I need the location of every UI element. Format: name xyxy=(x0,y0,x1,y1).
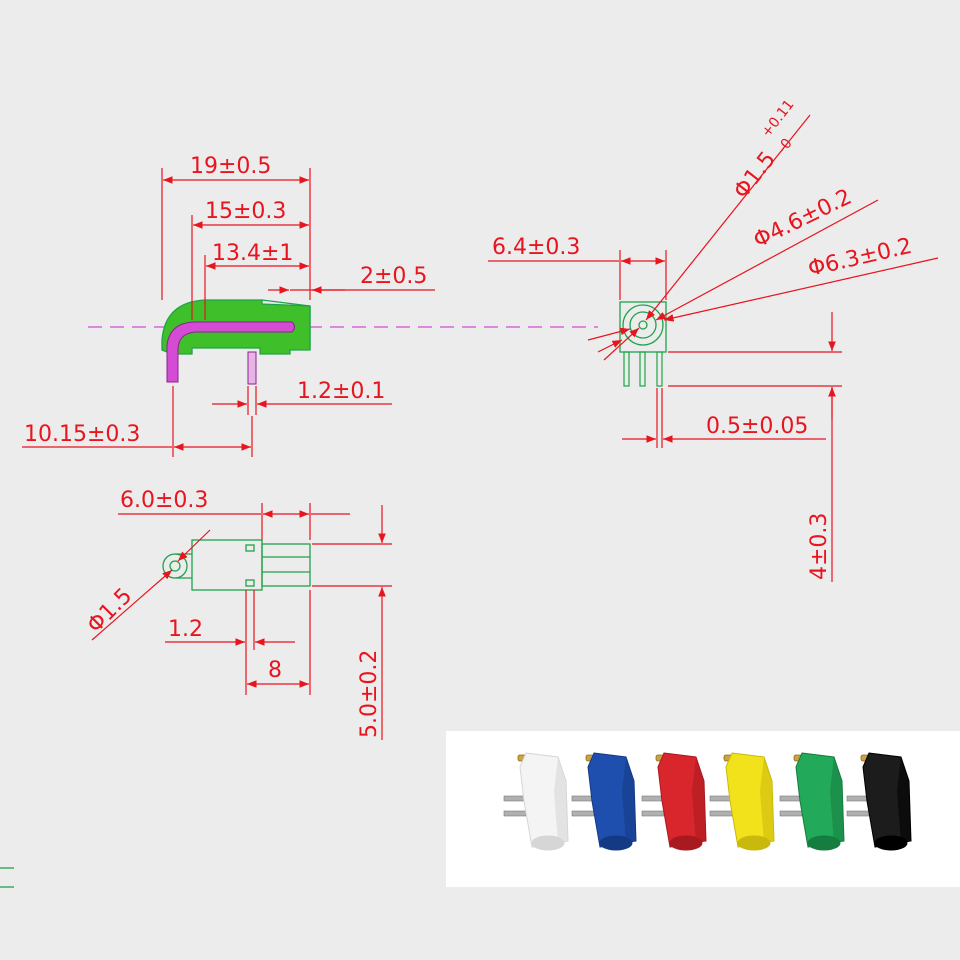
connector-yellow xyxy=(709,752,775,851)
solder-pin xyxy=(571,810,595,817)
front-view-inner-circle xyxy=(629,311,657,339)
solder-pin xyxy=(641,810,665,817)
dim-phi-6-3: Φ6.3±0.2 xyxy=(806,234,915,282)
dim-0-5: 0.5±0.05 xyxy=(706,414,808,439)
connector-white xyxy=(503,752,569,851)
solder-pin xyxy=(846,810,870,817)
socket-opening xyxy=(599,835,633,851)
dim-19: 19±0.5 xyxy=(190,154,271,179)
socket-opening xyxy=(874,835,908,851)
side-view-solder-pin xyxy=(247,351,257,385)
connector-shade xyxy=(622,757,636,843)
solder-pin xyxy=(503,795,527,802)
product-photo xyxy=(446,731,960,887)
edge-mark xyxy=(0,867,14,888)
dim-1-2-top: 1.2 xyxy=(168,617,203,642)
dim-15: 15±0.3 xyxy=(205,199,286,224)
solder-pin xyxy=(503,810,527,817)
front-view-hole xyxy=(638,320,648,330)
dim-13-4: 13.4±1 xyxy=(212,241,293,266)
connector-shade xyxy=(830,757,844,843)
connector-red xyxy=(641,752,707,851)
dim-6-4: 6.4±0.3 xyxy=(492,235,580,260)
dim-2: 2±0.5 xyxy=(360,264,427,289)
dim-8: 8 xyxy=(268,658,282,683)
dim-5-0: 5.0±0.2 xyxy=(357,650,382,738)
solder-pin xyxy=(641,795,665,802)
front-view-pin-left xyxy=(623,351,630,387)
connector-shade xyxy=(692,757,706,843)
socket-opening xyxy=(669,835,703,851)
product-photo-svg xyxy=(503,752,912,851)
dim-phi-4-6: Φ4.6±0.2 xyxy=(750,185,856,254)
solder-pin xyxy=(571,795,595,802)
connector-shade xyxy=(760,757,774,843)
socket-opening xyxy=(737,835,771,851)
dim-phi-1-5-tol-upper: +0.11 xyxy=(759,97,798,141)
front-view-pin-right xyxy=(656,351,663,387)
dim-10-15: 10.15±0.3 xyxy=(24,422,140,447)
socket-opening xyxy=(807,835,841,851)
connector-blue xyxy=(571,752,637,851)
front-view-outer-circle xyxy=(622,304,664,346)
top-view-body xyxy=(191,539,263,591)
dim-phi-1-5: Φ1.5 xyxy=(729,147,781,204)
connector-shade xyxy=(554,757,568,843)
dim-1-2: 1.2±0.1 xyxy=(297,379,385,404)
top-view: 6.0±0.3 Φ1.5 1.2 8 5.0±0.2 xyxy=(83,488,392,740)
solder-pin xyxy=(779,795,803,802)
dim-phi-1-5-top: Φ1.5 xyxy=(83,584,138,639)
solder-pin xyxy=(846,795,870,802)
side-view: 19±0.5 15±0.3 13.4±1 2±0.5 1.2±0.1 10.15… xyxy=(22,154,598,457)
solder-pin xyxy=(709,795,733,802)
side-view-pin xyxy=(166,321,295,383)
solder-pin xyxy=(709,810,733,817)
dim-6-0: 6.0±0.3 xyxy=(120,488,208,513)
solder-pin xyxy=(779,810,803,817)
connector-black xyxy=(846,752,912,851)
dim-4: 4±0.3 xyxy=(807,513,832,580)
connector-shade xyxy=(897,757,911,843)
connector-green xyxy=(779,752,845,851)
socket-opening xyxy=(531,835,565,851)
top-view-ring-inner xyxy=(169,560,181,572)
top-view-head xyxy=(261,543,311,587)
front-view-pin-center xyxy=(639,351,646,387)
front-view: 6.4±0.3 Φ1.5 +0.11 -0 Φ4.6±0.2 Φ6.3±0.2 … xyxy=(488,97,939,582)
dim-phi-1-5-tol-lower: -0 xyxy=(775,136,796,157)
